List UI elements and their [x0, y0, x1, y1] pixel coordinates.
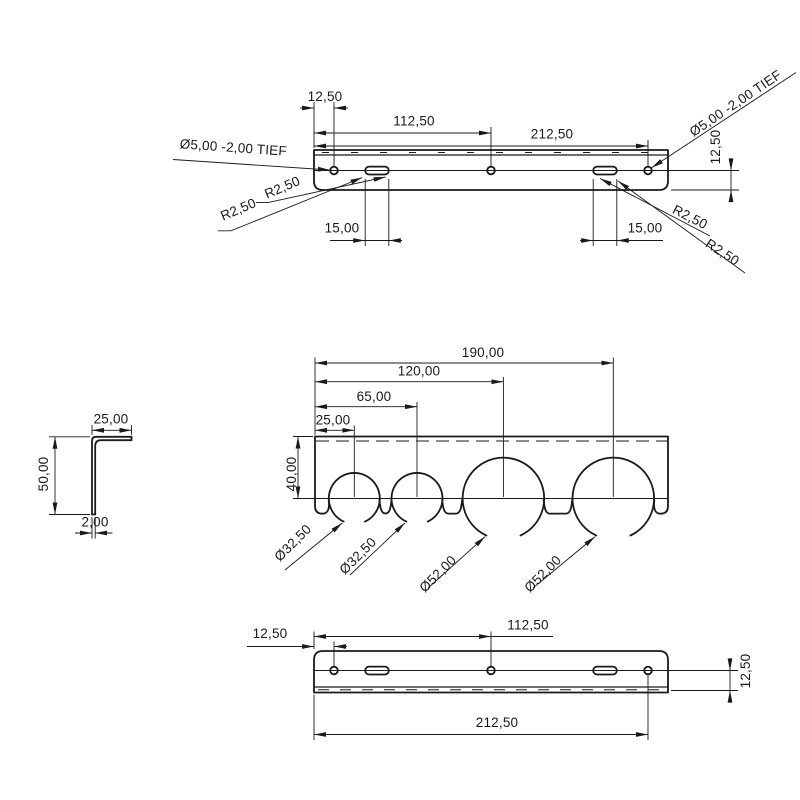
dim-text-to-center: 112,50: [393, 114, 435, 129]
dim-text-190: 190,00: [462, 345, 505, 360]
leader-radius-2: [256, 176, 386, 204]
leader-dia-1: [284, 522, 343, 571]
dim-text-40: 40,00: [284, 457, 299, 492]
front-view-foot-2: [441, 499, 463, 515]
bottom-view: 12,50 112,50 212,50 12,50: [247, 618, 753, 740]
dim-text-hole-offset-b: 12,50: [253, 626, 288, 641]
front-view-foot-1: [378, 499, 393, 515]
front-view-outline: [314, 435, 669, 515]
label-radius-1: R2,50: [218, 195, 258, 223]
label-dia-4: Ø52,00: [521, 552, 564, 595]
leader-radius-4: [617, 180, 746, 274]
label-hole-left: Ø5,00 -2,00 TIEF: [179, 136, 287, 158]
dim-text-25: 25,00: [316, 413, 351, 428]
dim-text-flange: 25,00: [94, 412, 129, 427]
dim-text-height: 50,00: [36, 457, 51, 492]
front-view-extension-lines: [293, 357, 614, 497]
bottom-view-extension-lines: [313, 631, 738, 740]
dim-text-slot-right: 15,00: [628, 221, 663, 236]
label-dia-2: Ø32,50: [336, 534, 379, 577]
top-view-outline: [313, 149, 669, 191]
dim-text-to-right: 212,50: [531, 127, 574, 142]
leader-dia-3: [427, 536, 486, 589]
label-hole-right: Ø5,00 -2,00 TIEF: [687, 67, 784, 139]
dim-text-hole-offset: 12,50: [308, 89, 343, 104]
leader-hole-left: [172, 159, 330, 172]
dim-text-thickness: 2,00: [81, 515, 108, 530]
front-view: 190,00 120,00 65,00 25,00 40,00 Ø32,50 Ø…: [271, 345, 669, 595]
label-radius-2: R2,50: [262, 173, 302, 201]
leader-dia-2: [349, 522, 406, 576]
side-view-outline: [91, 435, 133, 516]
side-view: 25,00 50,00 2,00: [36, 412, 133, 539]
top-view: 12,50 112,50 212,50 12,50 15,00 15,00 Ø5…: [172, 67, 797, 274]
label-radius-3: R2,50: [670, 202, 710, 232]
dim-text-65: 65,00: [357, 389, 392, 404]
front-view-foot-3: [542, 499, 574, 515]
dim-text-overall-b: 212,50: [476, 715, 519, 730]
leader-dia-4: [532, 536, 596, 589]
dim-text-to-center-b: 112,50: [507, 618, 549, 633]
label-dia-3: Ø52,00: [416, 552, 459, 595]
label-dia-1: Ø32,50: [271, 521, 314, 564]
dim-text-edge-offset: 12,50: [708, 130, 723, 165]
dim-text-edge-offset-b: 12,50: [738, 654, 753, 689]
bottom-view-outline: [313, 650, 669, 694]
leader-radius-1: [218, 177, 363, 232]
dim-text-120: 120,00: [398, 364, 441, 379]
leader-hole-right: [651, 72, 797, 169]
dim-text-slot-left: 15,00: [325, 221, 360, 236]
label-radius-4: R2,50: [703, 236, 742, 269]
